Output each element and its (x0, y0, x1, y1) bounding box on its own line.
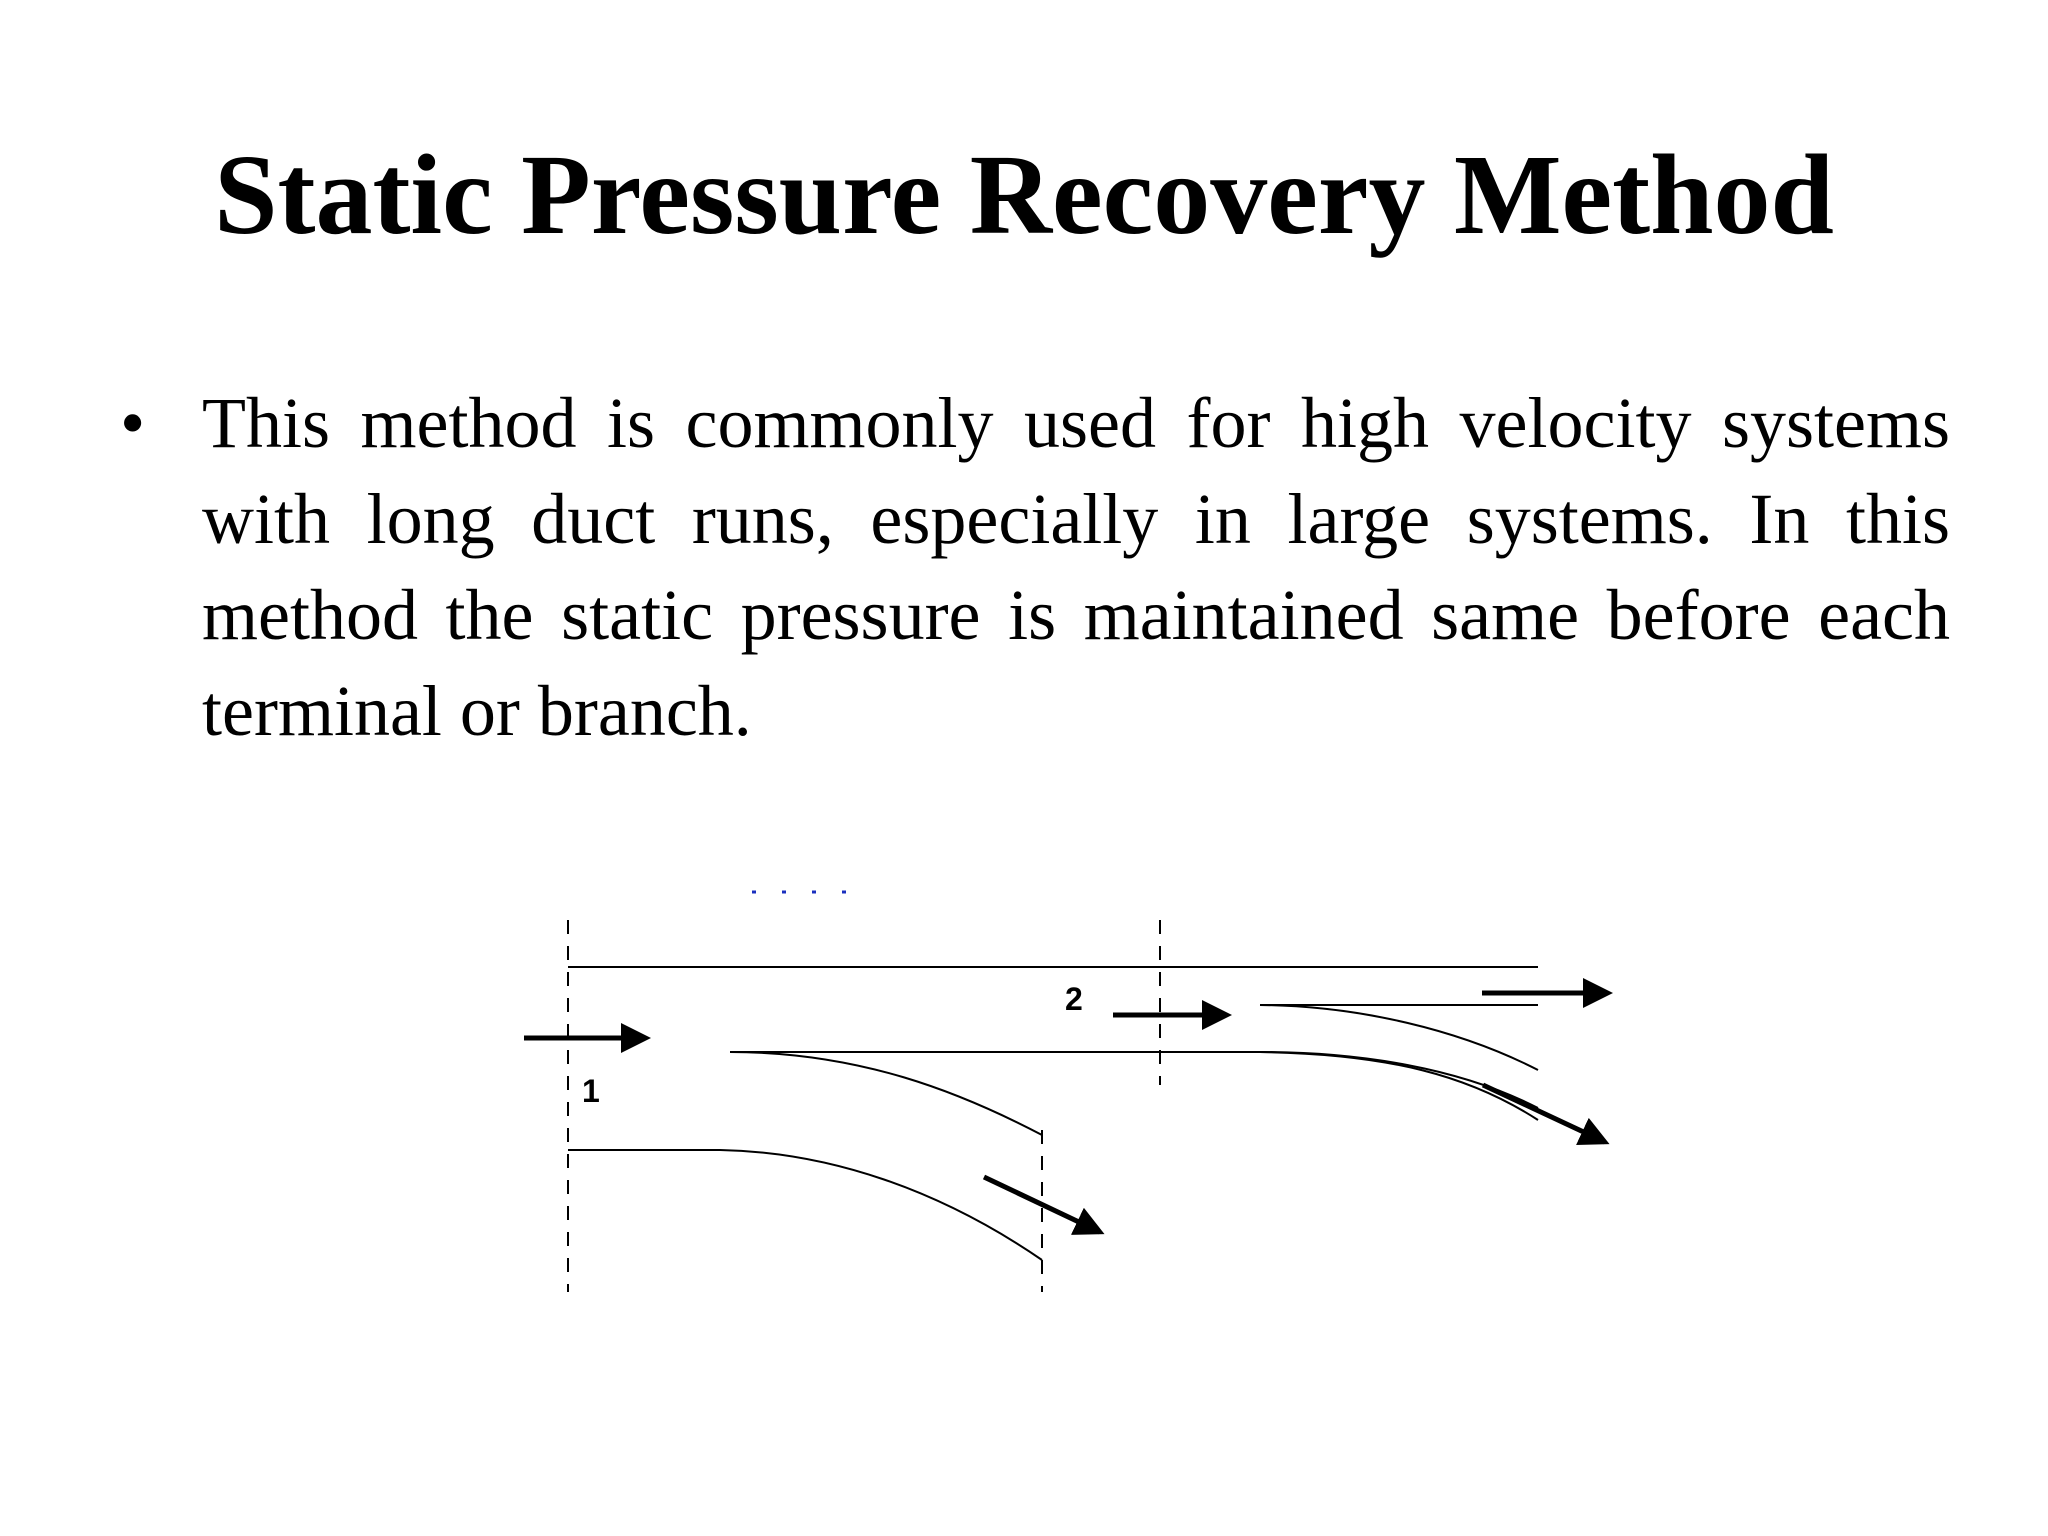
duct-divider-wall (730, 1051, 1539, 1109)
section-label-2: 2 (1065, 981, 1083, 1017)
branch-1-inner-curve (729, 1051, 1043, 1136)
bullet-marker: • (120, 383, 146, 463)
slide-title: Static Pressure Recovery Method (214, 131, 1834, 258)
branch-2-bottom-wall (1259, 1051, 1539, 1121)
flow-arrow-icon (1481, 1082, 1610, 1146)
branch-2-top-curve (1259, 1004, 1539, 1071)
duct-branch-diagram: 1 2 (500, 880, 1650, 1320)
section-label-1: 1 (582, 1073, 600, 1109)
flow-arrow-icon (982, 1174, 1105, 1235)
branch-1-outer-wall (568, 1149, 1043, 1261)
bullet-text: This method is commonly used for high ve… (202, 383, 1950, 751)
duct-diagram-svg: 1 2 (524, 890, 1613, 1292)
